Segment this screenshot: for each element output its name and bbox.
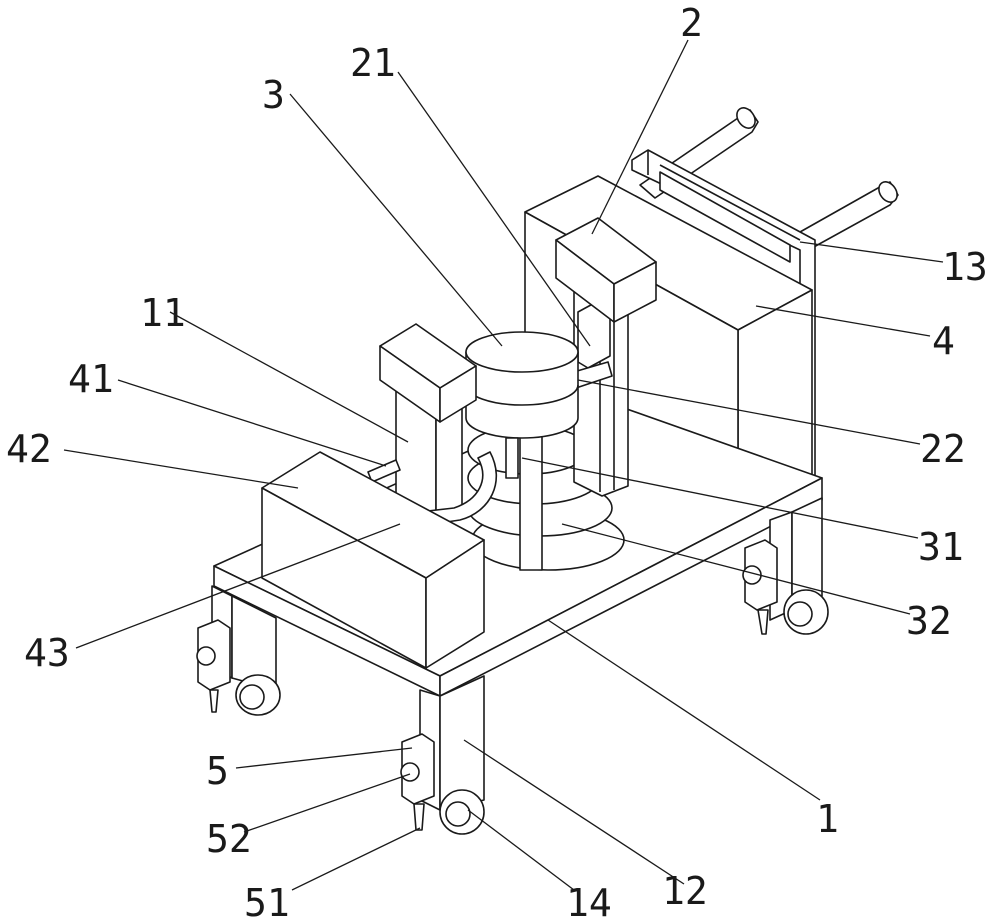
motor-box-left [379,323,477,423]
callout-41: 41 [68,357,114,401]
rear-handle [631,107,899,529]
callout-22: 22 [920,427,966,471]
callout-51: 51 [244,881,290,922]
callout-43: 43 [24,631,70,675]
callout-42: 42 [6,427,52,471]
motor-box-2 [555,217,657,323]
callout-labels: 2 21 3 13 11 4 41 42 22 31 32 43 1 5 52 … [6,1,988,922]
leg-clamps [196,539,778,831]
callout-3: 3 [262,73,285,117]
callout-14: 14 [566,881,612,922]
callout-5: 5 [206,749,229,793]
callout-32: 32 [906,599,952,643]
callout-31: 31 [918,525,964,569]
callout-52: 52 [206,817,252,861]
spiral-auger [467,425,625,571]
callout-13: 13 [942,245,988,289]
storage-tank [261,451,485,669]
callout-4: 4 [932,319,955,363]
wheels [235,589,829,835]
callout-1: 1 [816,797,839,841]
callout-2: 2 [680,1,703,45]
drum [465,331,579,479]
callout-12: 12 [662,869,708,913]
callout-21: 21 [350,41,396,85]
callout-11: 11 [140,291,186,335]
leader-lines [63,39,944,891]
